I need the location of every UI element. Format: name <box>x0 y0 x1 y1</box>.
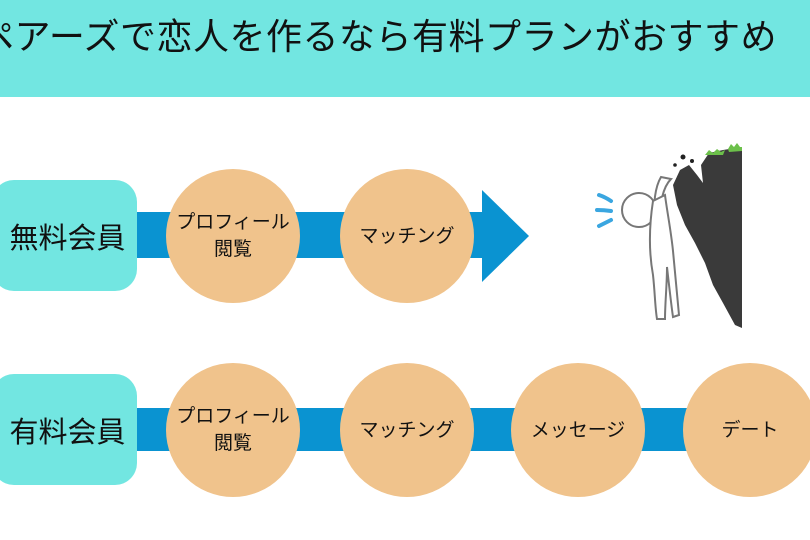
step-label: マッチング <box>359 224 455 247</box>
step-circle-matching: マッチング <box>340 169 474 303</box>
free-member-label: 無料会員 <box>0 180 137 291</box>
step-label-line: プロフィール <box>176 405 290 427</box>
step-circle-profile-view: プロフィール 閲覧 <box>166 169 300 303</box>
sweat-icon <box>595 208 613 213</box>
step-circle-matching: マッチング <box>340 363 474 497</box>
paid-member-label: 有料会員 <box>0 374 137 485</box>
cliff-shape <box>673 147 742 328</box>
grass-icon <box>728 143 742 152</box>
step-label: メッセージ <box>530 418 626 441</box>
header-banner: ペアーズで恋人を作るなら有料プランがおすすめ <box>0 0 810 97</box>
body <box>649 193 681 320</box>
page-title: ペアーズで恋人を作るなら有料プランがおすすめ <box>0 17 778 58</box>
step-label: デート <box>721 418 779 441</box>
step-circle-date: デート <box>683 363 810 497</box>
step-circle-profile-view: プロフィール 閲覧 <box>166 363 300 497</box>
grass-icon <box>705 149 725 155</box>
step-circle-message: メッセージ <box>511 363 645 497</box>
step-label-line: プロフィール <box>176 211 290 233</box>
arrow-head-icon <box>482 190 529 282</box>
person-hanging-from-cliff-illustration <box>595 143 742 328</box>
sweat-icon <box>597 193 613 203</box>
sweat-icon <box>597 218 613 228</box>
step-label-line: 閲覧 <box>213 432 252 454</box>
step-label: マッチング <box>359 418 455 441</box>
step-label-line: 閲覧 <box>213 238 252 260</box>
